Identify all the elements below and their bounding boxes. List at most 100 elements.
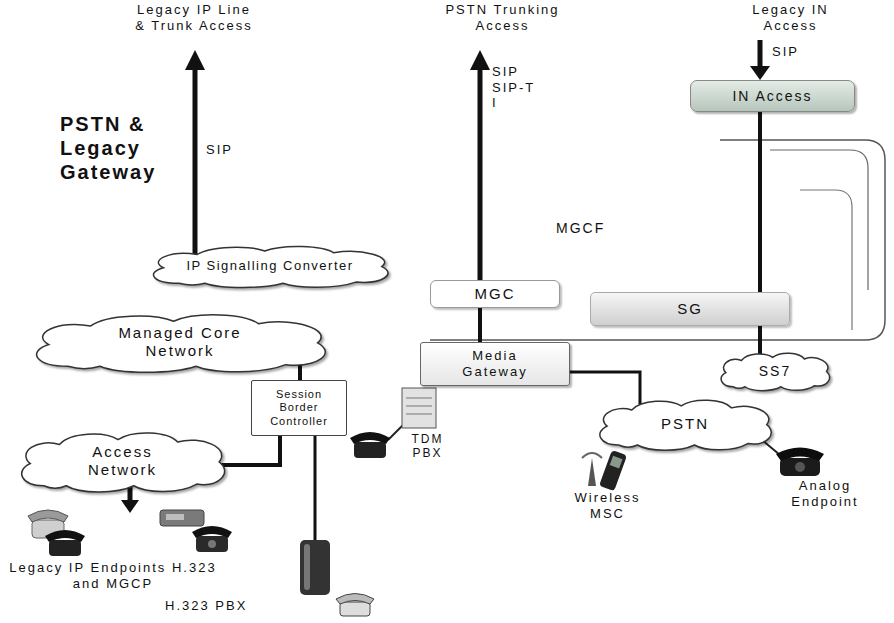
analog-phone-icon [776,448,824,477]
node-text: IP Signalling Converter [186,258,353,274]
phone-base [780,458,820,476]
text-label: Wireless MSC [560,490,655,521]
label-slot: PSTN & Legacy Gateway [60,112,185,184]
phone-handset [192,526,232,538]
label-slot: Legacy IP Endpoints H.323 and MGCP [8,560,218,591]
component-box: MGC [430,280,560,308]
cloud-shape [22,433,225,492]
phone-base [196,536,228,552]
component-box: IN Access [690,80,855,112]
ip-device-icon [160,510,204,526]
device-panel [166,514,184,520]
sip-arrow-line [193,66,198,268]
connector [298,365,302,381]
device-body [160,510,204,526]
text-label: SIP [772,44,799,60]
connector [570,372,640,404]
node-text: Session Border Controller [259,388,339,428]
cloud-shape [600,400,771,450]
tower-body [300,540,330,595]
label-slot: MGCF [556,220,605,237]
pbx-slot [406,398,432,399]
label-slot: Analog Endpoint [775,478,875,509]
label-slot: SIP [772,44,799,60]
mobile-phone-icon [599,450,627,491]
component-box: Session Border Controller [251,380,347,436]
phone-dial [795,462,805,472]
phone-handset [776,448,824,462]
antenna-icon [582,453,602,486]
mgcf-bracket [430,140,885,340]
node-text: Managed Core Network [105,324,255,360]
text-label: H.323 PBX [165,598,247,614]
pbx-wire [314,436,317,542]
pbx-tower-icon [300,540,330,595]
network-cloud: Access Network [10,428,235,494]
label-slot: Legacy IP Line & Trunk Access [135,2,253,33]
text-label: Legacy IP Endpoints H.323 and MGCP [8,560,218,591]
phone-base [49,540,81,556]
node-text: SS7 [759,363,791,380]
text-label: PSTN & Legacy Gateway [60,112,185,184]
label-slot: SIP [206,142,233,158]
connector [758,326,762,356]
node-text: PSTN [661,415,709,433]
sip-arrow-line [478,66,483,292]
text-label: Analog Endpoint [775,478,875,509]
pbx-cabinet [402,388,436,428]
text-label: TDM PBX [405,432,450,461]
mobile-screen [610,456,623,469]
connector [758,112,762,292]
mobile-body [599,450,627,491]
component-box: SG [590,292,790,326]
antenna-wave [582,453,602,458]
arrow-head [470,50,490,70]
phone-handset [350,432,390,444]
phone-icon [350,432,390,458]
mgcf-bracket [800,190,852,330]
network-cloud: IP Signalling Converter [140,243,400,289]
arrow-head [750,66,770,80]
phone-handset [336,594,374,605]
text-label: MGCF [556,220,605,237]
node-text: SG [677,300,703,318]
label-slot: H.323 PBX [165,598,247,614]
phone-base [354,442,386,458]
node-text: Media Gateway [450,348,540,379]
text-label: Legacy IP Line & Trunk Access [135,2,253,33]
phone-handset [45,530,85,542]
tdm-pbx-icon [402,388,436,428]
text-label: Legacy IN Access [738,2,843,33]
phone-handset [28,510,68,522]
node-text: IN Access [732,88,812,105]
cloud-shape [37,315,326,372]
phone-base [340,602,370,616]
antenna-mast [588,458,596,486]
sip-arrow-line [758,40,763,68]
label-slot: Legacy IN Access [738,2,843,33]
arrow-head [121,500,139,513]
network-cloud: Managed Core Network [20,310,340,374]
connector [222,436,281,465]
node-text: Access Network [73,443,173,479]
pbx-slot [406,414,432,415]
connector [478,308,482,342]
phone-dial [208,540,216,548]
network-cloud: PSTN [590,396,780,452]
component-box: Media Gateway [420,342,570,386]
network-cloud: SS7 [715,350,835,392]
node-text: MGC [475,285,516,303]
text-label: SIP SIP-T I [492,64,542,111]
label-slot: PSTN Trunking Access [430,2,575,33]
label-slot: SIP SIP-T I [492,64,542,111]
tower-highlight [304,544,310,590]
cloud-shape [721,353,829,391]
phone-icon [336,594,374,617]
text-label: PSTN Trunking Access [430,2,575,33]
ip-phone-icon [192,526,232,552]
mgcf-bracket [770,150,868,290]
ip-phone-icon [45,530,85,556]
label-slot: TDM PBX [405,432,450,461]
cloud-shape [153,246,388,287]
